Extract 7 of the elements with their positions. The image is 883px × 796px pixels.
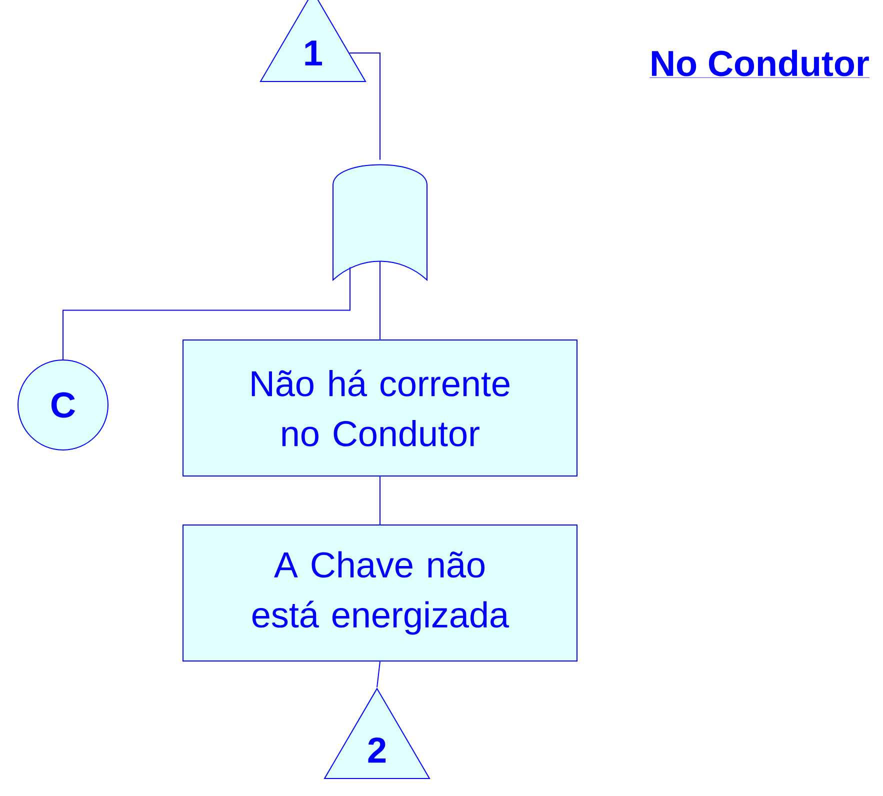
title: No Condutor [649, 50, 870, 78]
or-gate [332, 164, 428, 280]
event-box: A Chave não está energizada [182, 524, 578, 662]
connector-line [62, 266, 350, 360]
event-box: Não há corrente no Condutor [182, 340, 578, 476]
connector-line [349, 52, 380, 160]
connector-line [376, 661, 380, 688]
